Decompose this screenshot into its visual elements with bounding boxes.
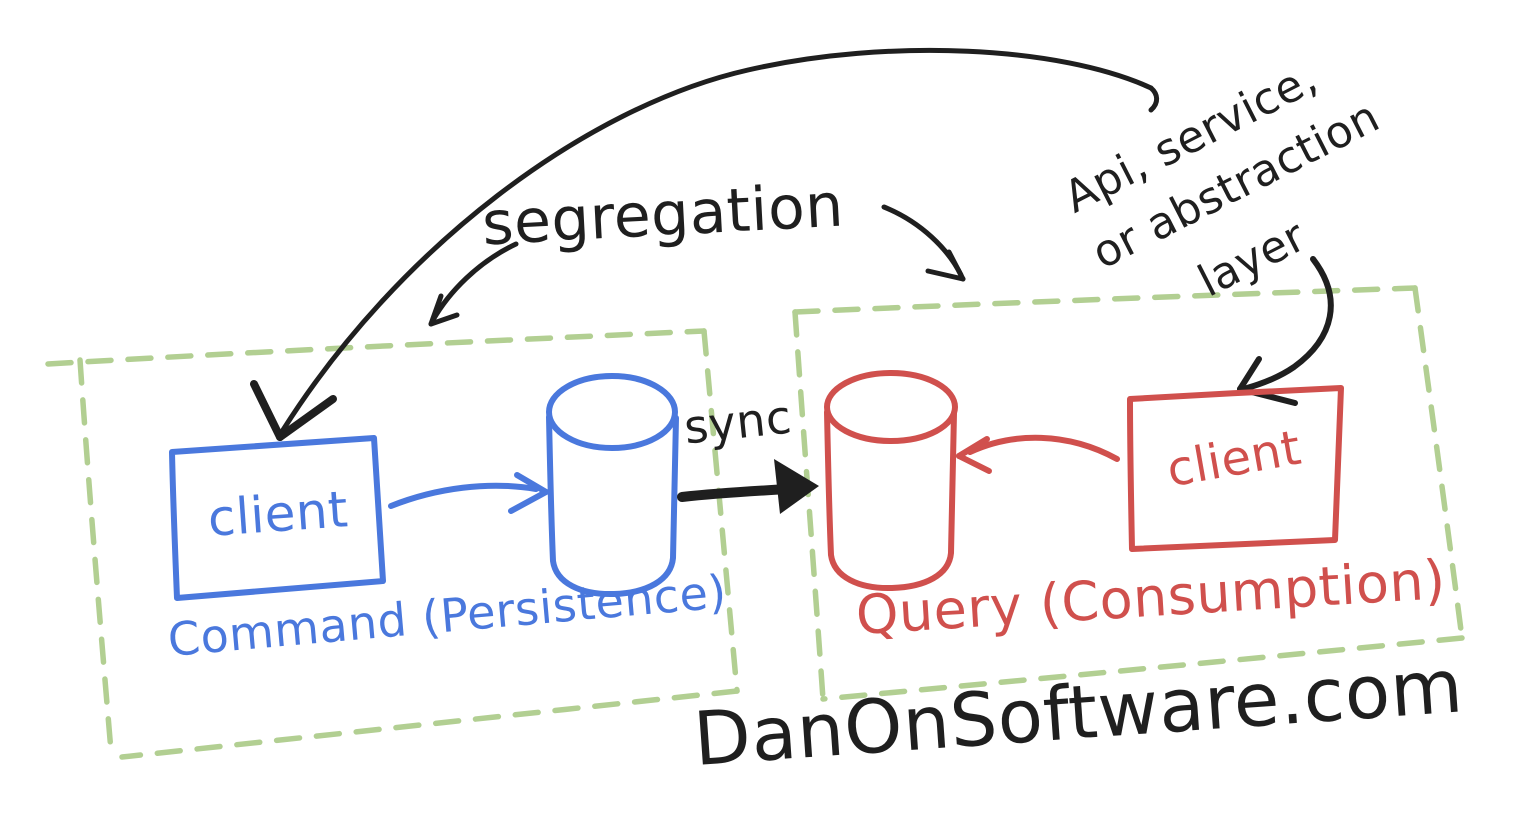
query-client-to-db-arrow	[956, 434, 1120, 474]
segregation-left-arrow	[428, 241, 519, 327]
query-client-box	[1127, 385, 1344, 552]
segregation-right-arrow	[881, 204, 966, 282]
command-db-cylinder	[546, 373, 679, 598]
command-client-label: client	[205, 480, 351, 548]
sync-arrow	[677, 459, 819, 514]
abstraction-to-client-arc	[250, 47, 1160, 441]
command-boundary-box	[45, 328, 740, 760]
command-client-to-db-arrow	[388, 472, 549, 514]
query-db-cylinder	[824, 370, 958, 592]
command-client-box	[169, 435, 386, 601]
sync-label: sync	[681, 389, 795, 455]
